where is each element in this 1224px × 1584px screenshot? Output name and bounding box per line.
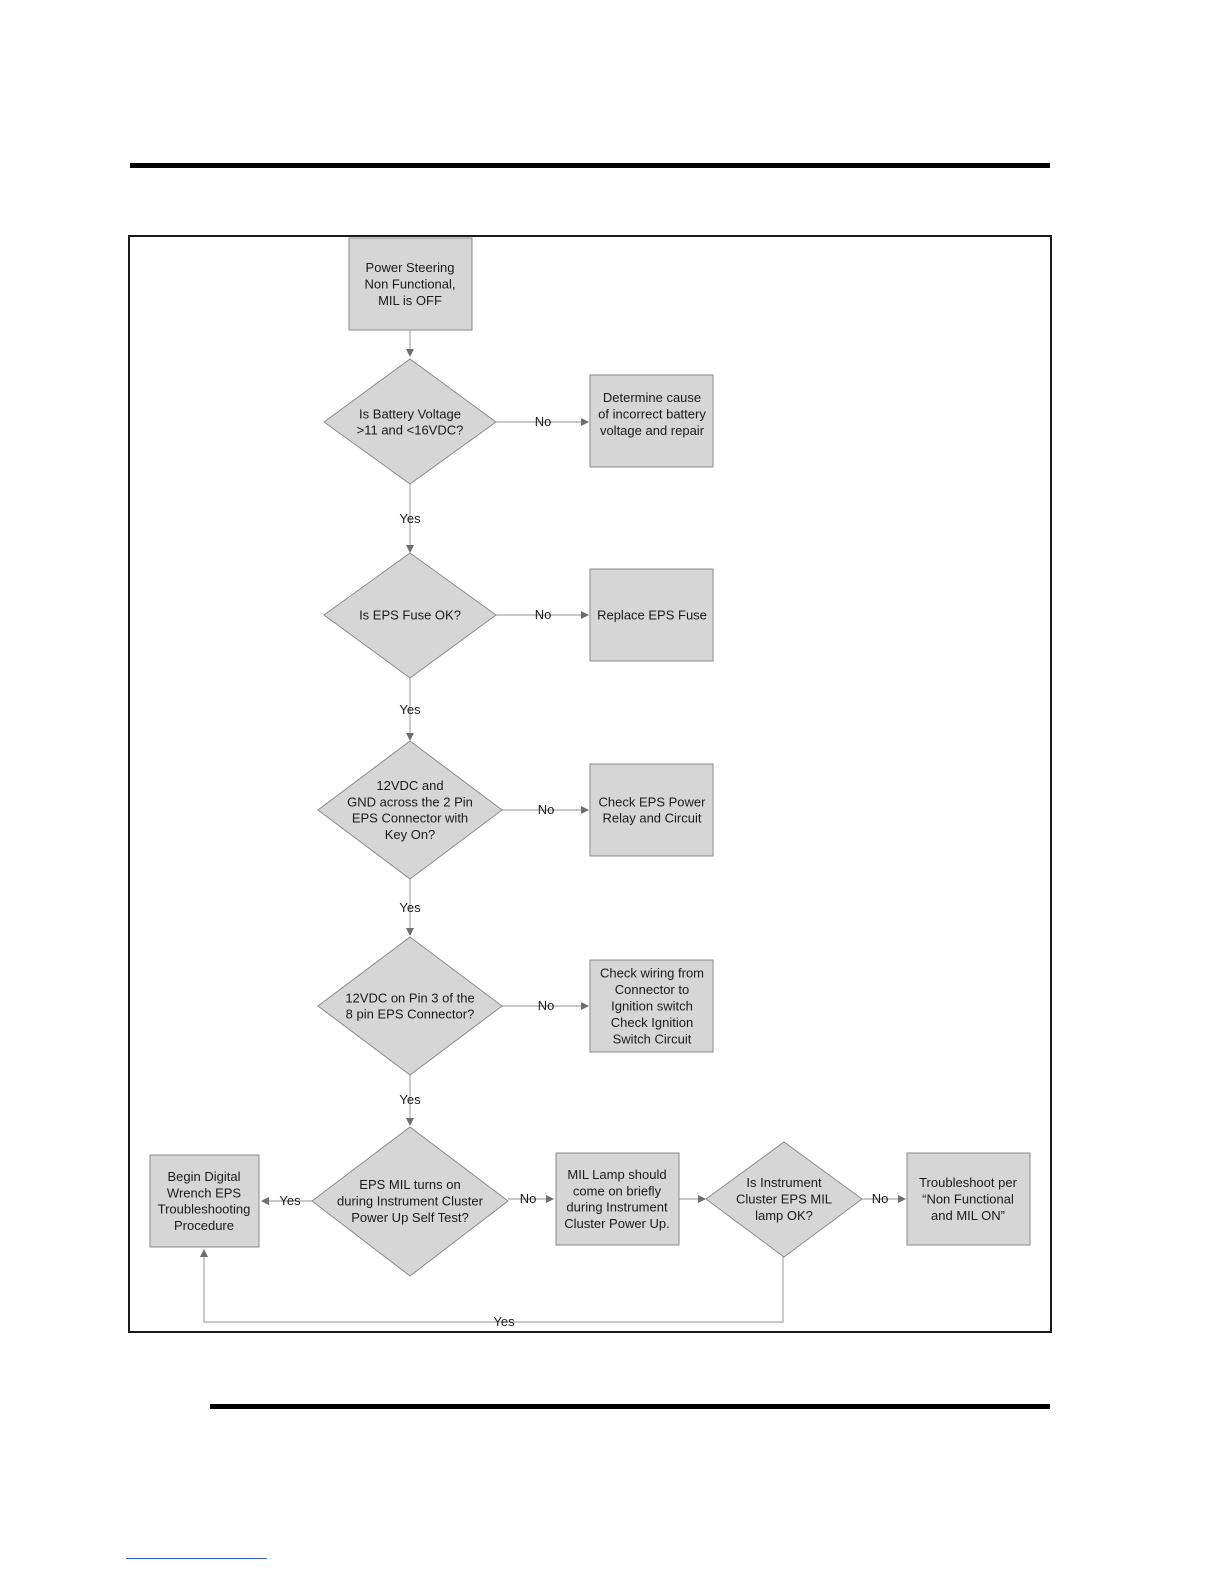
start-box xyxy=(348,237,473,331)
label-d1-no: No xyxy=(535,414,552,429)
text-line: Power Steering xyxy=(366,260,455,275)
decision-d2 xyxy=(323,552,497,679)
text-line: 12VDC on Pin 3 of the xyxy=(345,990,474,1005)
connector-labels: No Yes No Yes No Yes No Yes No Yes No Ye… xyxy=(279,414,888,1329)
action-box-a3 xyxy=(589,763,714,857)
text-line: of incorrect battery xyxy=(598,407,706,422)
text-line: Is Instrument xyxy=(746,1175,822,1190)
text-line: 12VDC and xyxy=(376,778,443,793)
text-line: Cluster EPS MIL xyxy=(736,1192,832,1207)
decision-d3 xyxy=(317,740,503,880)
text-line: and MIL ON” xyxy=(931,1208,1005,1223)
label-d6-yes: Yes xyxy=(493,1314,515,1329)
connectors xyxy=(200,330,906,1323)
label-d4-no: No xyxy=(538,998,555,1013)
text-line: during Instrument xyxy=(566,1200,668,1215)
text-line: Determine cause xyxy=(603,390,701,405)
text-line: Wrench EPS xyxy=(167,1185,242,1200)
text-line: Key On? xyxy=(385,827,436,842)
decision-d1-text: Is Battery Voltage >11 and <16VDC? xyxy=(357,406,464,437)
decision-d4-text: 12VDC on Pin 3 of the 8 pin EPS Connector… xyxy=(345,990,474,1021)
footer-link-underline xyxy=(126,1558,267,1559)
text-line: EPS MIL turns on xyxy=(359,1177,460,1192)
text-line: Non Functional, xyxy=(364,277,455,292)
text-line: >11 and <16VDC? xyxy=(357,423,464,438)
text-line: Ignition switch xyxy=(611,999,693,1014)
action-box-a2 xyxy=(589,568,714,662)
text-line: voltage and repair xyxy=(600,423,705,438)
decision-d5-text: EPS MIL turns on during Instrument Cluste… xyxy=(337,1177,484,1225)
text-line: MIL Lamp should xyxy=(567,1167,666,1182)
label-d5-no: No xyxy=(520,1191,537,1206)
label-d5-yes: Yes xyxy=(279,1193,301,1208)
text-line: Is Battery Voltage xyxy=(359,406,461,421)
label-d2-no: No xyxy=(535,607,552,622)
label-d4-yes: Yes xyxy=(399,1092,421,1107)
text-line: 8 pin EPS Connector? xyxy=(346,1007,475,1022)
label-d6-no: No xyxy=(872,1191,889,1206)
decision-d2-text: Is EPS Fuse OK? xyxy=(359,608,461,623)
text-line: come on briefly xyxy=(573,1183,662,1198)
text-line: Is EPS Fuse OK? xyxy=(359,608,461,623)
top-rule xyxy=(130,163,1050,168)
action-box-a5 xyxy=(555,1152,680,1246)
label-d2-yes: Yes xyxy=(399,702,421,717)
action-box-a7 xyxy=(149,1154,260,1248)
text-line: Relay and Circuit xyxy=(603,811,702,826)
flowchart-frame xyxy=(128,235,1052,1333)
text-line: “Non Functional xyxy=(922,1192,1014,1207)
text-line: Check wiring from xyxy=(600,966,704,981)
action-a2-text: Replace EPS Fuse xyxy=(597,608,707,623)
decision-d4 xyxy=(317,936,503,1076)
text-line: lamp OK? xyxy=(755,1208,813,1223)
text-line: MIL is OFF xyxy=(378,293,442,308)
text-line: Replace EPS Fuse xyxy=(597,608,707,623)
text-line: during Instrument Cluster xyxy=(337,1194,484,1209)
label-d3-yes: Yes xyxy=(399,900,421,915)
text-line: EPS Connector with xyxy=(352,811,468,826)
text-line: Switch Circuit xyxy=(613,1031,692,1046)
bottom-rule xyxy=(210,1404,1050,1409)
action-box-a1 xyxy=(589,374,714,468)
text-line: Troubleshooting xyxy=(158,1202,251,1217)
text-line: GND across the 2 Pin xyxy=(347,794,473,809)
decision-d5 xyxy=(311,1126,509,1277)
text-line: Cluster Power Up. xyxy=(564,1216,669,1231)
text-line: Power Up Self Test? xyxy=(351,1210,469,1225)
label-d1-yes: Yes xyxy=(399,511,421,526)
label-d3-no: No xyxy=(538,802,555,817)
text-line: Begin Digital xyxy=(168,1169,241,1184)
shapes xyxy=(149,237,1031,1277)
decision-d6 xyxy=(705,1141,863,1258)
text-line: Check EPS Power xyxy=(599,794,707,809)
text-line: Check Ignition xyxy=(611,1015,693,1030)
decision-d1 xyxy=(323,358,497,485)
connector-d6-yes-loop xyxy=(200,1249,784,1323)
text-line: Connector to xyxy=(615,982,689,997)
action-box-a6 xyxy=(906,1152,1031,1246)
text-line: Procedure xyxy=(174,1218,234,1233)
action-box-a4 xyxy=(589,959,714,1053)
text-line: Troubleshoot per xyxy=(919,1175,1017,1190)
